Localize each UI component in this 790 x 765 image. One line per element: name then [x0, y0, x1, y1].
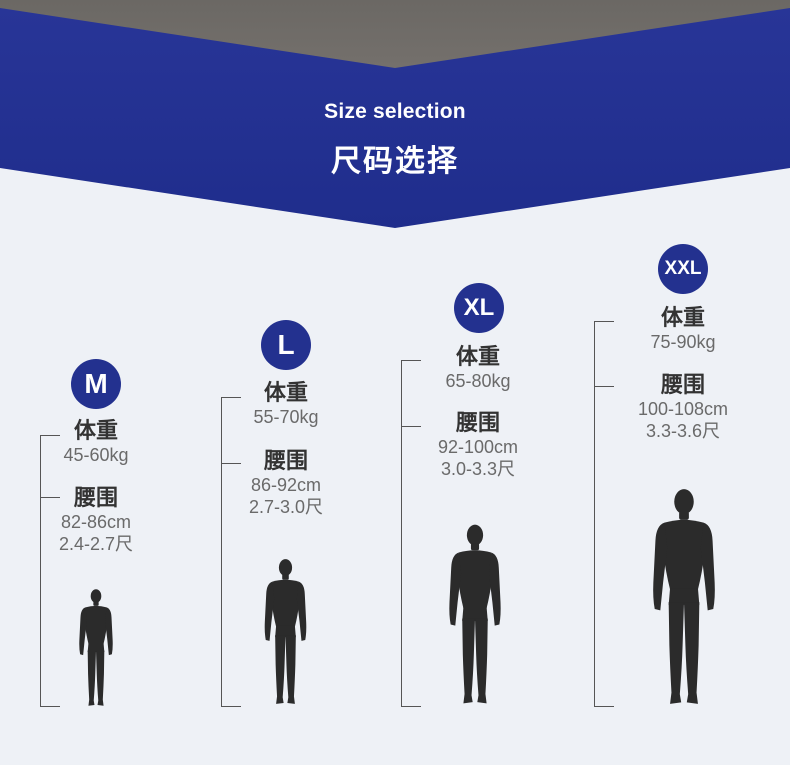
- waist-chi-value: 2.7-3.0尺: [248, 497, 324, 517]
- waist-cm-value: 100-108cm: [637, 399, 729, 419]
- size-badge-l: L: [261, 320, 311, 370]
- header-title-cn: 尺码选择: [331, 145, 459, 178]
- waist-cm-value: 86-92cm: [250, 475, 322, 495]
- size-badge-xl: XL: [454, 283, 504, 333]
- waist-chi-value: 2.4-2.7尺: [58, 534, 134, 554]
- waist-label: 腰围: [263, 448, 308, 473]
- human-figure-icon: [653, 489, 715, 704]
- waist-label: 腰围: [455, 410, 500, 435]
- spec-weight-xl: 体重 65-80kg: [426, 344, 530, 392]
- spec-waist-l: 腰围 86-92cm 2.7-3.0尺: [238, 448, 334, 518]
- spec-weight-xxl: 体重 75-90kg: [625, 305, 741, 353]
- human-figure-icon: [79, 589, 113, 706]
- bracket-tick-l: [221, 463, 241, 464]
- weight-value: 65-80kg: [445, 371, 511, 391]
- spec-weight-l: 体重 55-70kg: [238, 380, 334, 428]
- human-figure-icon: [264, 559, 307, 704]
- weight-label: 体重: [73, 418, 118, 443]
- spec-waist-m: 腰围 82-86cm 2.4-2.7尺: [48, 485, 144, 555]
- waist-chi-value: 3.0-3.3尺: [440, 459, 516, 479]
- spec-waist-xxl: 腰围 100-108cm 3.3-3.6尺: [625, 372, 741, 442]
- bracket-l: [221, 397, 241, 707]
- bracket-tick-xl: [401, 426, 421, 427]
- waist-chi-value: 3.3-3.6尺: [645, 421, 721, 441]
- spec-weight-m: 体重 45-60kg: [48, 418, 144, 466]
- weight-value: 45-60kg: [63, 445, 129, 465]
- bracket-xxl: [594, 321, 614, 707]
- header-blue-chevron: [0, 0, 790, 230]
- human-figure-icon: [449, 524, 501, 704]
- weight-value: 55-70kg: [253, 407, 319, 427]
- spec-waist-xl: 腰围 92-100cm 3.0-3.3尺: [426, 410, 530, 480]
- header-title-en: Size selection: [324, 100, 466, 123]
- size-badge-m: M: [71, 359, 121, 409]
- waist-label: 腰围: [73, 485, 118, 510]
- size-badge-xxl: XXL: [658, 244, 708, 294]
- weight-label: 体重: [263, 380, 308, 405]
- weight-label: 体重: [455, 344, 500, 369]
- waist-cm-value: 82-86cm: [60, 512, 132, 532]
- bracket-tick-xxl: [594, 386, 614, 387]
- bracket-tick-m: [40, 497, 60, 498]
- waist-label: 腰围: [660, 372, 705, 397]
- waist-cm-value: 92-100cm: [437, 437, 519, 457]
- bracket-xl: [401, 360, 421, 707]
- weight-label: 体重: [660, 305, 705, 330]
- weight-value: 75-90kg: [650, 332, 716, 352]
- bracket-m: [40, 435, 60, 707]
